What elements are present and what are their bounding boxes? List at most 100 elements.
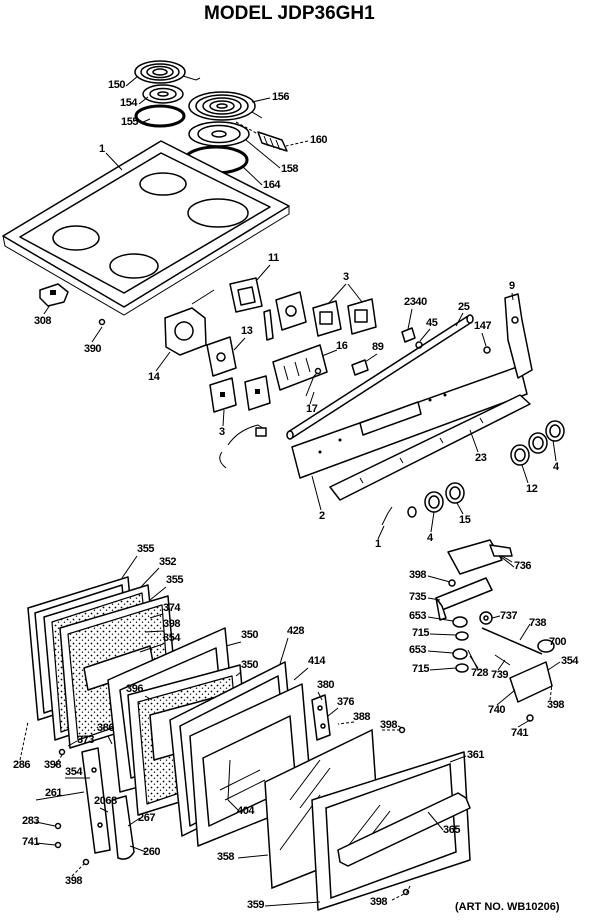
callout-1-lower: 1 bbox=[375, 538, 381, 550]
knob-insert bbox=[532, 436, 544, 450]
rod-25 bbox=[286, 314, 474, 440]
callout-350: 350 bbox=[241, 629, 259, 641]
hinge-hole bbox=[91, 767, 97, 773]
callout-404: 404 bbox=[237, 805, 255, 817]
callout-45: 45 bbox=[426, 317, 438, 329]
callout-359: 359 bbox=[247, 899, 265, 911]
coil-terminal bbox=[182, 75, 201, 81]
bracket-9 bbox=[504, 293, 533, 379]
receptacle-wire bbox=[235, 121, 259, 135]
switch-block-16 bbox=[272, 344, 328, 391]
callout-2340: 2340 bbox=[404, 296, 427, 308]
screw bbox=[54, 841, 62, 849]
callout-398-latch: 398 bbox=[409, 569, 427, 581]
motor-dial bbox=[174, 321, 194, 341]
callout-9: 9 bbox=[509, 280, 515, 292]
leader-lines bbox=[19, 75, 561, 907]
rod-end bbox=[466, 314, 474, 324]
callout-350-b: 350 bbox=[241, 659, 259, 671]
knob-spring bbox=[381, 506, 393, 526]
hinge-arm bbox=[81, 747, 111, 854]
panel-hole bbox=[338, 438, 342, 442]
callout-164: 164 bbox=[263, 179, 281, 191]
switch-3-b bbox=[347, 298, 377, 335]
trim-ring-small bbox=[134, 104, 186, 128]
callout-355: 355 bbox=[137, 543, 155, 555]
callout-15: 15 bbox=[459, 514, 471, 526]
panel-body bbox=[291, 365, 528, 479]
trim-body bbox=[329, 394, 531, 501]
switch-3-lower bbox=[209, 375, 271, 413]
door-inner-detail bbox=[219, 759, 266, 801]
latch-736 bbox=[447, 539, 513, 575]
coil-terminal bbox=[251, 111, 263, 119]
hinge-hole bbox=[97, 822, 103, 828]
wire-terminal bbox=[314, 367, 322, 375]
callout-25: 25 bbox=[458, 301, 470, 313]
door-screws bbox=[54, 726, 410, 896]
knob-insert bbox=[428, 495, 440, 509]
drip-pan-small bbox=[142, 84, 184, 104]
callout-653: 653 bbox=[409, 610, 427, 622]
callout-738: 738 bbox=[529, 617, 547, 629]
screw bbox=[402, 888, 410, 896]
callout-2068: 2068 bbox=[94, 795, 117, 807]
rod-edge bbox=[287, 315, 469, 433]
switch-3-a bbox=[312, 300, 342, 337]
panel-hole bbox=[428, 398, 432, 402]
roller-737 bbox=[479, 611, 493, 625]
leader-line-dashed bbox=[19, 140, 553, 901]
washer-653 bbox=[452, 616, 468, 628]
callout-17: 17 bbox=[306, 403, 318, 415]
burner-opening bbox=[52, 225, 100, 251]
control-panel-2 bbox=[291, 365, 528, 479]
callout-398-door: 398 bbox=[380, 719, 398, 731]
callout-398-bottom: 398 bbox=[65, 875, 83, 887]
callout-374: 374 bbox=[163, 602, 181, 614]
callout-386: 386 bbox=[97, 722, 115, 734]
clip-89 bbox=[351, 359, 369, 376]
callout-390: 390 bbox=[84, 343, 102, 355]
bracket-13 bbox=[206, 336, 237, 377]
callout-380: 380 bbox=[317, 679, 335, 691]
nut-715-b bbox=[455, 663, 469, 673]
callout-398-latch-b: 398 bbox=[547, 699, 565, 711]
callout-158: 158 bbox=[281, 163, 299, 175]
switch-shaft bbox=[255, 389, 260, 394]
callout-428: 428 bbox=[287, 625, 305, 637]
leader-line bbox=[35, 75, 561, 907]
knob-post bbox=[407, 506, 417, 518]
knob-insert bbox=[514, 448, 526, 462]
callout-398-frame: 398 bbox=[370, 896, 388, 908]
bracket-740 bbox=[509, 661, 553, 703]
hinge-arm bbox=[111, 795, 135, 860]
callout-376: 376 bbox=[337, 696, 355, 708]
burner-opening bbox=[187, 198, 249, 228]
callout-741: 741 bbox=[511, 727, 529, 739]
bracket-body bbox=[435, 577, 493, 611]
screw-390 bbox=[98, 318, 106, 326]
callout-160: 160 bbox=[310, 134, 328, 146]
callout-728: 728 bbox=[471, 667, 489, 679]
art-number: (ART NO. WB10206) bbox=[455, 901, 560, 913]
callout-14: 14 bbox=[148, 371, 160, 383]
callout-354-latch: 354 bbox=[561, 655, 579, 667]
callout-3: 3 bbox=[343, 271, 349, 283]
cooktop-surface bbox=[19, 152, 271, 294]
callout-154: 154 bbox=[120, 97, 138, 109]
bracket-body bbox=[504, 293, 533, 379]
callout-736: 736 bbox=[514, 560, 532, 572]
part-700 bbox=[537, 639, 555, 653]
washer-653-b bbox=[452, 648, 468, 660]
cooktop bbox=[2, 140, 290, 316]
harness-terminal bbox=[255, 427, 267, 437]
callout-267: 267 bbox=[138, 812, 156, 824]
switch-11 bbox=[229, 277, 263, 313]
panel-window bbox=[359, 401, 422, 436]
latch-body bbox=[447, 539, 503, 575]
callout-155: 155 bbox=[121, 116, 139, 128]
callout-23: 23 bbox=[475, 452, 487, 464]
bracket-hole bbox=[511, 316, 519, 324]
callout-156: 156 bbox=[272, 91, 290, 103]
